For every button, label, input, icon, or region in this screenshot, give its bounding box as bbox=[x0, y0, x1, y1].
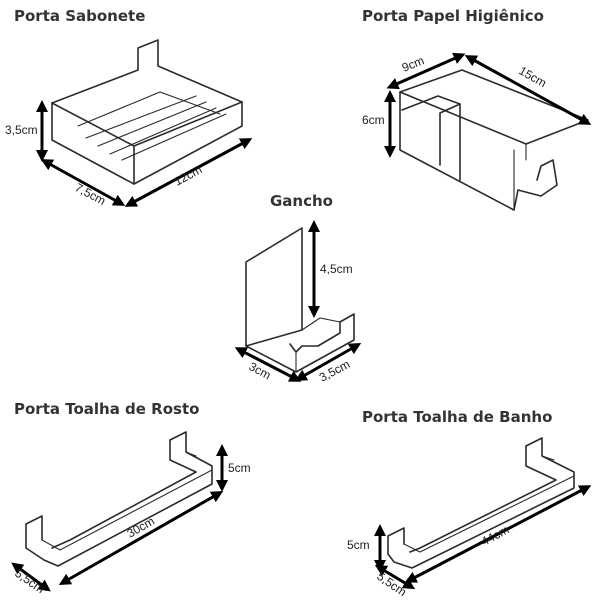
face-towel-depth-label: 5,5cm bbox=[12, 566, 47, 596]
bath-towel-height-label: 5cm bbox=[347, 538, 370, 552]
face-towel-height-label: 5cm bbox=[228, 461, 251, 475]
soap-width-label: 12cm bbox=[172, 163, 204, 189]
hook-illustration bbox=[245, 227, 355, 373]
title-porta-toalha-de-banho: Porta Toalha de Banho bbox=[362, 408, 553, 426]
hook-depth-label: 3cm bbox=[247, 359, 274, 382]
title-porta-sabonete: Porta Sabonete bbox=[14, 7, 146, 25]
soap-height-label: 3,5cm bbox=[5, 123, 38, 137]
soap-depth-label: 7,5cm bbox=[73, 180, 108, 208]
hook-width-label: 3,5cm bbox=[317, 357, 352, 385]
hook-dimension-arrows bbox=[234, 220, 362, 382]
toilet-paper-height-label: 6cm bbox=[362, 113, 385, 127]
soap-holder-dimension-arrows bbox=[36, 100, 253, 207]
bath-towel-holder-illustration bbox=[387, 437, 575, 569]
title-porta-papel-higienico: Porta Papel Higiênico bbox=[362, 7, 544, 25]
title-gancho: Gancho bbox=[270, 192, 333, 210]
face-towel-holder-illustration bbox=[25, 431, 213, 567]
toilet-paper-holder-illustration bbox=[399, 69, 589, 211]
bath-towel-holder-dimension-arrows bbox=[374, 485, 592, 590]
hook-height-label: 4,5cm bbox=[320, 262, 353, 276]
toilet-paper-holder-dimension-arrows bbox=[384, 52, 592, 158]
face-towel-holder-dimension-arrows bbox=[11, 444, 228, 592]
title-porta-toalha-de-rosto: Porta Toalha de Rosto bbox=[14, 400, 200, 418]
soap-holder-illustration bbox=[51, 39, 243, 185]
